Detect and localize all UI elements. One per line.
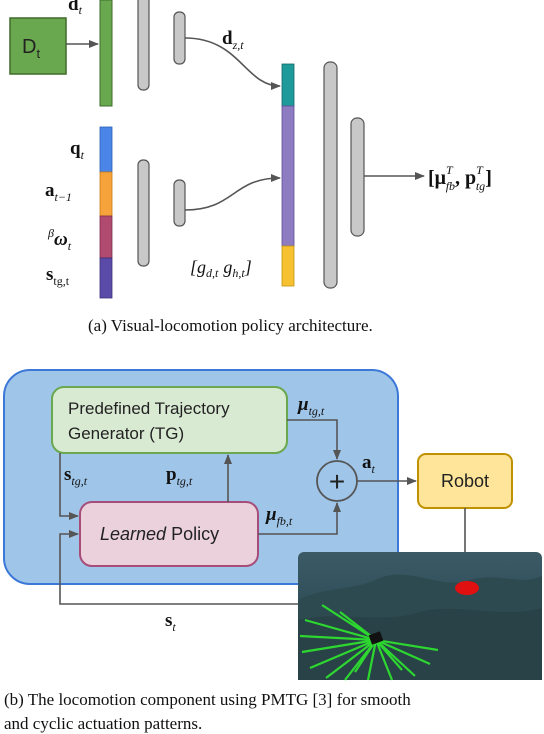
simulation-render-image [298,552,542,681]
tg-box [51,386,288,454]
mu-fb-label: μfb,t [265,504,293,528]
state-s-label: stg,t [46,264,70,288]
caption-a: (a) Visual-locomotion policy architectur… [88,316,373,335]
sum-symbol: + [329,466,345,497]
policy-layer-2 [350,117,365,237]
state-q-segment [99,126,113,173]
learned-policy-label: Learned Policy [100,524,219,544]
tg-box-line1: Predefined Trajectory [68,399,230,418]
depth-layer-1 [137,0,150,91]
mu-tg-label: μtg,t [297,394,325,418]
s-tg-label: stg,t [64,464,88,488]
depth-input-label: Dt [22,36,40,61]
caption-b-line1: (b) The locomotion component using PMTG … [4,690,411,709]
state-omega-segment [99,215,113,259]
latent-arrow [184,37,281,90]
p-tg-label: ptg,t [166,464,193,488]
state-q-label: qt [70,138,85,162]
caption-b-line2: and cyclic actuation patterns. [4,714,203,733]
mu-tg-arrow [287,419,341,460]
state-a-label: at−1 [45,180,72,204]
state-omega-label: βωt [47,226,72,253]
state-a-segment [99,171,113,217]
latent-label: dz,t [222,28,244,52]
state-layer-2 [173,179,186,227]
concat-state [281,105,295,247]
depth-layer-2 [173,11,186,65]
concat-tg-params [281,245,295,287]
state-layer-1 [137,159,150,267]
concat-latent [281,63,295,107]
robot-label: Robot [441,471,489,491]
state-feedback-label: st [165,610,176,634]
s-tg-arrow [59,453,79,520]
depth-input-box [9,17,67,75]
state-s-segment [99,257,113,299]
action-label: at [362,452,376,476]
tg-box-line2: Generator (TG) [68,424,184,443]
state-arrow [184,174,281,211]
mu-fb-arrow [258,502,341,535]
depth-feature-bar [99,0,113,107]
depth-feature-label: dt [68,0,83,17]
policy-layer-1 [323,61,338,289]
